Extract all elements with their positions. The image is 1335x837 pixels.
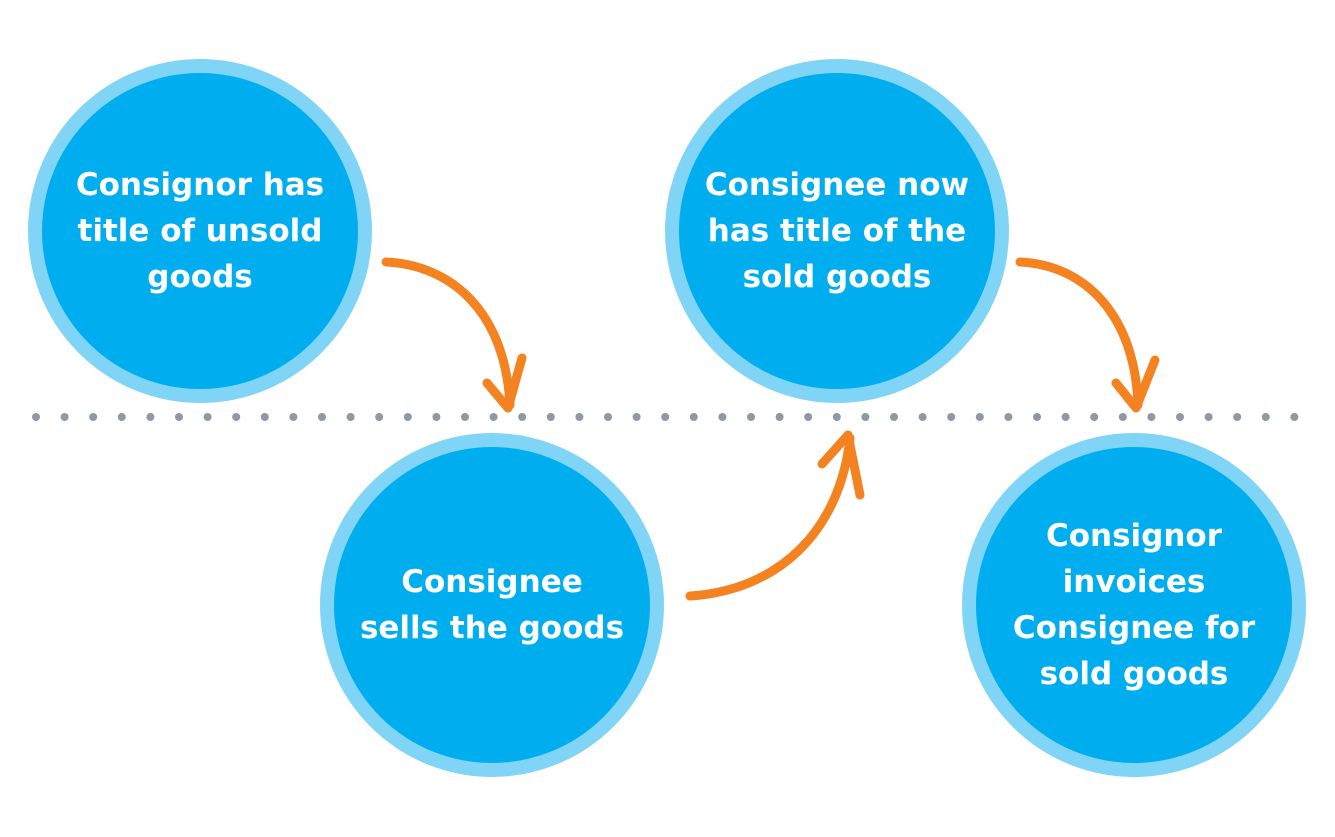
divider-dot <box>375 413 384 421</box>
divider-dot <box>1261 413 1270 421</box>
divider-dot <box>947 413 956 421</box>
divider-dot <box>747 413 755 421</box>
divider-dot <box>1204 413 1213 421</box>
divider-dot <box>1233 413 1242 421</box>
divider-dot <box>604 413 612 421</box>
divider-dot <box>804 413 813 421</box>
divider-dot <box>975 413 984 421</box>
divider-dot <box>1176 413 1184 421</box>
step-3-text: Consignee now has title of the sold good… <box>704 167 970 295</box>
divider-dot <box>175 413 183 421</box>
divider-dot <box>918 413 927 421</box>
divider-dot <box>1033 413 1041 421</box>
divider-dot <box>403 413 412 421</box>
divider-dot <box>1147 413 1156 421</box>
divider-dot <box>861 413 870 421</box>
step-4-text: Consignor invoices Consignee for sold go… <box>1012 518 1256 692</box>
divider-dot <box>1061 413 1070 421</box>
arrow-step2-to-step3 <box>685 430 865 601</box>
arrow-step3-to-step4 <box>1015 257 1160 413</box>
divider-dot <box>260 413 269 421</box>
divider-dot <box>575 413 584 421</box>
step-2-circle: Consignee sells the goods <box>320 433 664 777</box>
divider-dot <box>432 413 441 421</box>
divider-dot <box>32 413 40 421</box>
step-3-circle: Consignee now has title of the sold good… <box>665 59 1009 403</box>
divider-dot <box>1090 413 1099 421</box>
divider-dot <box>489 413 498 421</box>
divider-dot <box>890 413 898 421</box>
divider-dot <box>546 413 555 421</box>
divider-dot <box>832 413 841 421</box>
arrow-step1-to-step2 <box>381 257 527 413</box>
divider-dot <box>775 413 784 421</box>
divider-dot <box>518 413 527 421</box>
divider-dot <box>461 413 469 421</box>
divider-dot <box>632 413 641 421</box>
divider-dot <box>346 413 355 421</box>
divider-dot <box>203 413 212 421</box>
divider-dot <box>661 413 670 421</box>
divider-dot <box>1118 413 1127 421</box>
divider-dot <box>117 413 126 421</box>
divider-dot <box>1004 413 1013 421</box>
divider-dot <box>1290 413 1299 421</box>
divider-dot <box>146 413 155 421</box>
divider-dot <box>232 413 241 421</box>
divider-dot <box>718 413 727 421</box>
step-2-text: Consignee sells the goods <box>359 564 625 646</box>
step-1-circle: Consignor has title of unsold goods <box>28 59 372 403</box>
divider-dot <box>318 413 326 421</box>
divider-dot <box>89 413 98 421</box>
divider-dot <box>689 413 698 421</box>
step-1-text: Consignor has title of unsold goods <box>75 167 325 295</box>
divider-dot <box>60 413 69 421</box>
step-4-circle: Consignor invoices Consignee for sold go… <box>962 433 1306 777</box>
dotted-divider-line <box>32 413 1299 421</box>
divider-dot <box>289 413 298 421</box>
